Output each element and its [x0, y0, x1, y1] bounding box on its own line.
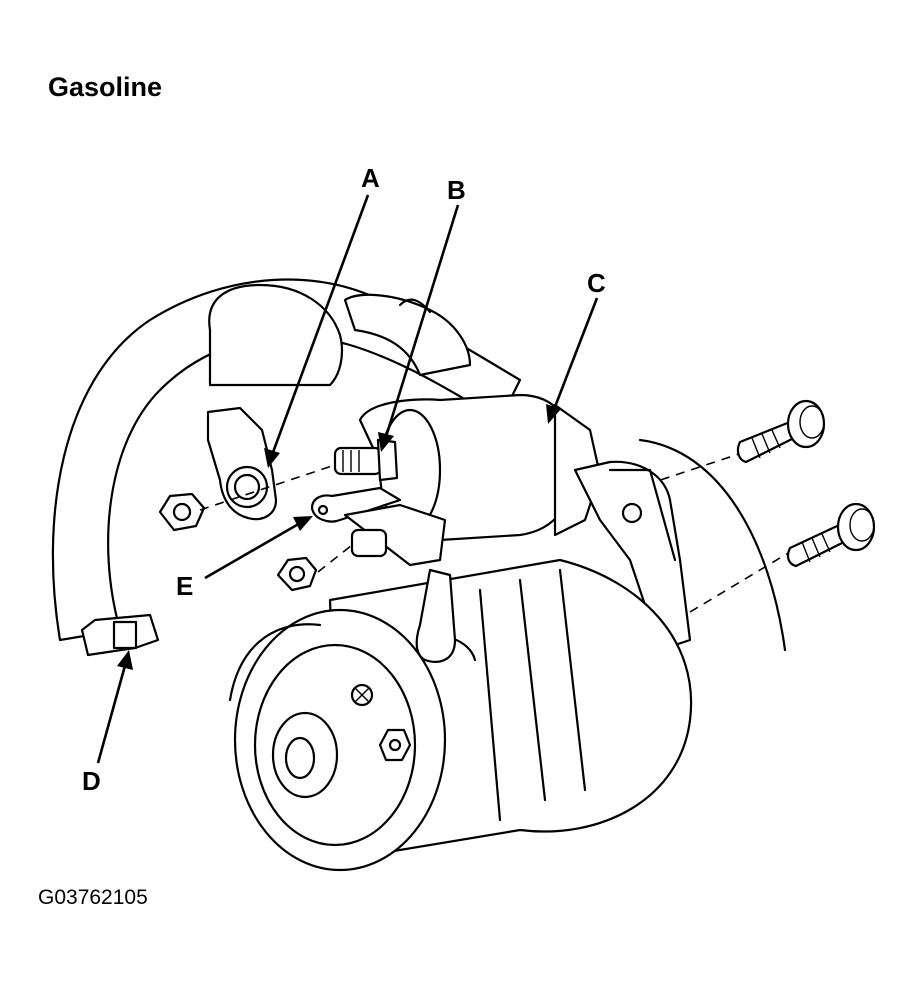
callout-c: C: [587, 268, 606, 298]
leader-arrow-b: [378, 204, 460, 452]
leader-arrow-a: [264, 194, 370, 468]
leader-arrow-e: [204, 516, 313, 580]
callout-b: B: [447, 175, 466, 205]
assembly-lines: [199, 451, 791, 613]
mounting-bolt-lower: [786, 502, 876, 568]
callout-a: A: [361, 163, 380, 193]
mounting-bolt-upper: [736, 399, 826, 464]
nut-a: [158, 492, 206, 532]
connector-d: [80, 613, 160, 657]
cable-harness: [51, 278, 522, 642]
motor-body: [228, 558, 693, 872]
mounting-bracket: [573, 438, 787, 652]
nut-e: [276, 556, 318, 592]
figure-id: G03762105: [38, 886, 148, 909]
callout-d: D: [82, 766, 101, 796]
leader-arrow-d: [96, 650, 133, 764]
diagram-title: Gasoline: [48, 72, 163, 102]
cable-terminal-a: [206, 406, 278, 521]
terminal-e: [310, 486, 447, 567]
leader-arrow-c: [546, 297, 599, 424]
terminal-stud-b: [333, 438, 399, 482]
callout-e: E: [176, 571, 194, 601]
